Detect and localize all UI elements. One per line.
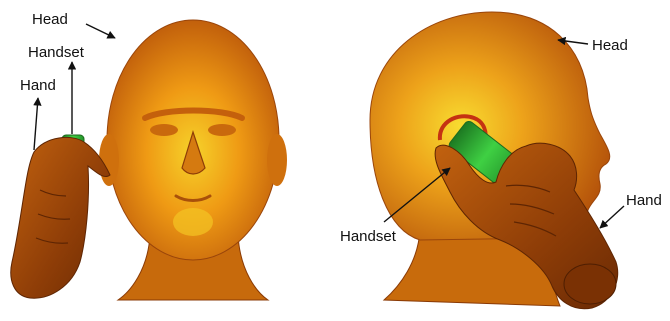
right-label-handset: Handset <box>340 229 396 244</box>
left-label-handset: Handset <box>28 45 84 60</box>
right-panel <box>370 12 624 309</box>
right-label-head: Head <box>592 38 628 53</box>
left-hand-shape <box>11 137 110 298</box>
right-wrist-end <box>564 264 616 304</box>
left-panel <box>11 20 287 300</box>
right-label-hand: Hand <box>626 193 662 208</box>
left-arrow-head <box>86 24 115 38</box>
left-chin-highlight <box>173 208 213 236</box>
left-arrow-hand <box>34 98 38 150</box>
left-label-head: Head <box>32 12 68 27</box>
left-ear-right <box>267 134 287 186</box>
left-eye-right <box>208 124 236 136</box>
right-arrow-hand <box>600 206 624 228</box>
left-label-hand: Hand <box>20 78 56 93</box>
left-eye-left <box>150 124 178 136</box>
